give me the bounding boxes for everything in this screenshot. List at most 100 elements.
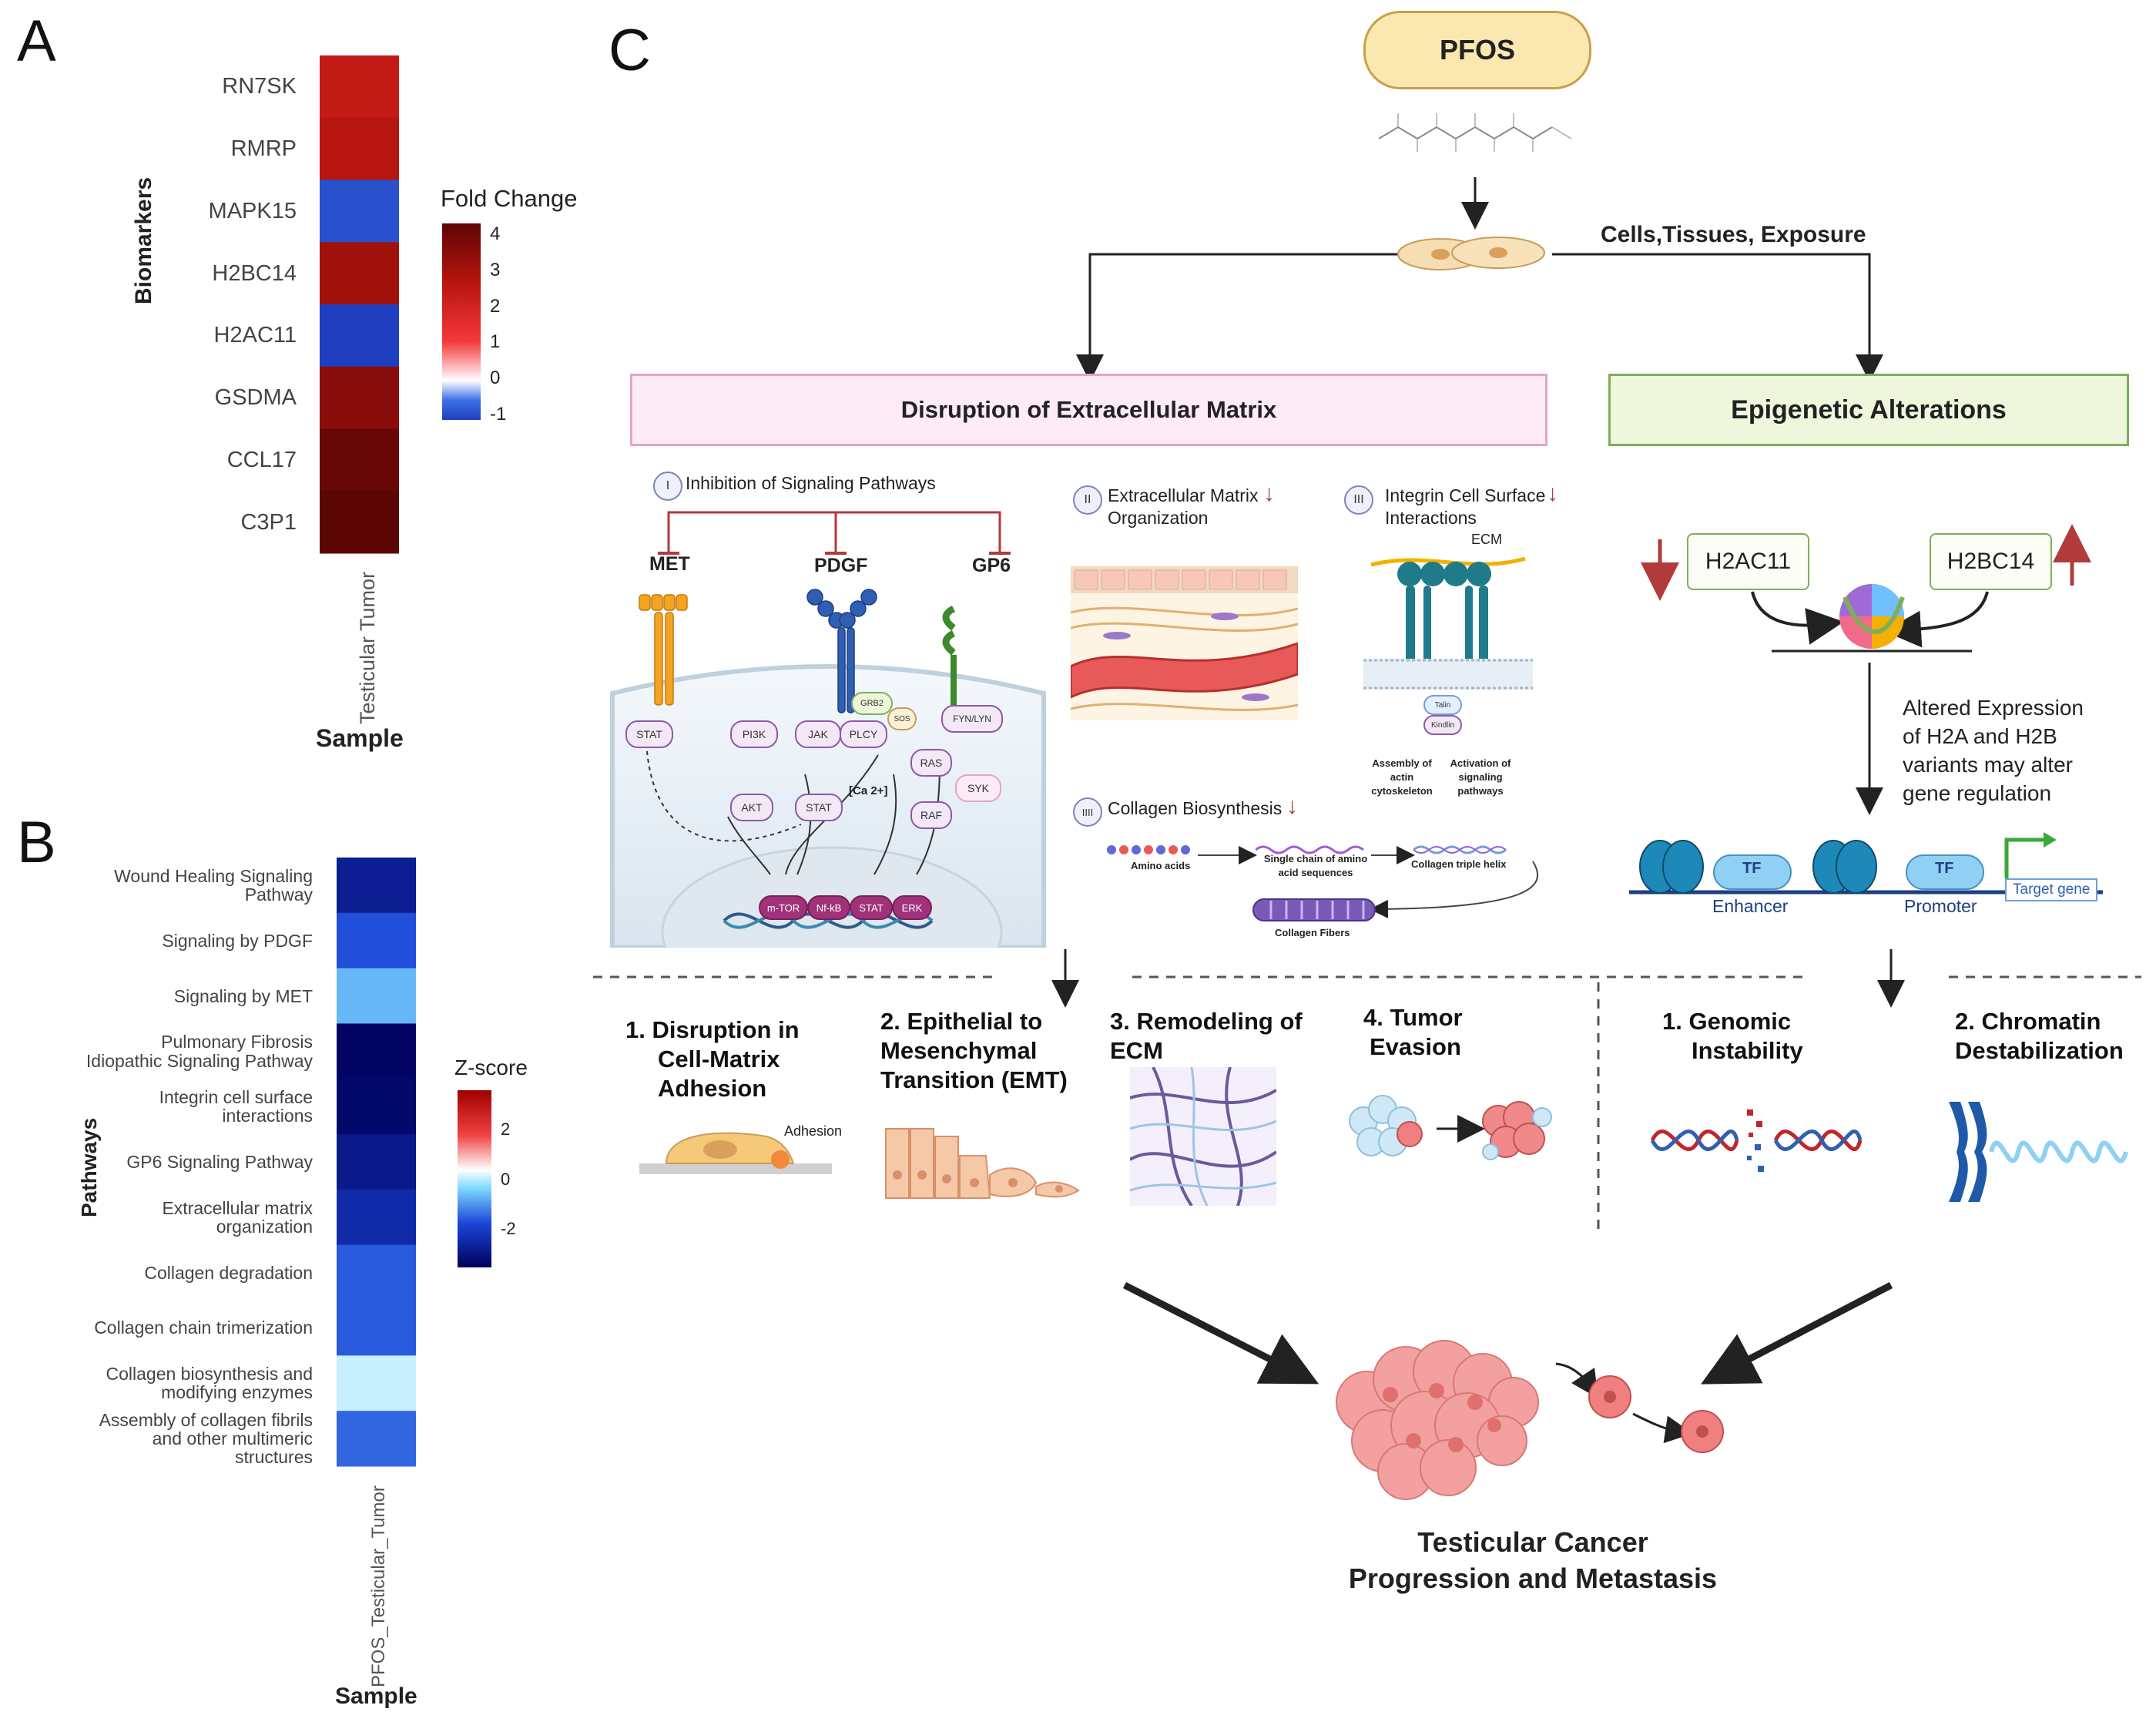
heatmap-cell xyxy=(337,912,416,969)
node-stat-2: STAT xyxy=(795,794,843,821)
heatmap-cell xyxy=(337,1023,416,1079)
sub-iii-down-arrow-icon: ↓ xyxy=(1547,481,1558,506)
heatmap-row-label: Pulmonary Fibrosis Idiopathic Signaling … xyxy=(86,1032,313,1071)
single-chain-icon xyxy=(1256,845,1364,854)
receptor-gp6-label: GP6 xyxy=(972,555,1011,576)
sub-iii-line2: Interactions xyxy=(1385,508,1477,528)
heatmap-row-label: Assembly of collagen fibrils and other m… xyxy=(99,1409,313,1468)
legend-b-tick: 2 xyxy=(501,1119,511,1139)
panel-a-legend-title: Fold Change xyxy=(441,185,578,212)
ecm-tissue-illustration xyxy=(1071,566,1298,720)
calcium-label: [Ca 2+] xyxy=(849,784,888,797)
pfos-molecule-icon xyxy=(1378,113,1572,152)
kindlin-node: Kindlin xyxy=(1423,715,1462,735)
heatmap-cell xyxy=(337,968,416,1024)
node-erk: ERK xyxy=(892,895,932,920)
outcome-1: 1. Disruption in Cell-Matrix Adhesion xyxy=(625,1016,800,1102)
panel-a-colorbar xyxy=(442,223,481,420)
genomic-instability-icon xyxy=(1650,1109,1863,1172)
ecm-title: Disruption of Extracellular Matrix xyxy=(900,396,1277,423)
panel-b-x-label: Sample xyxy=(335,1683,417,1709)
sub-ii-down-arrow-icon: ↓ xyxy=(1263,481,1275,506)
node-jak: JAK xyxy=(795,720,841,748)
heatmap-row-label: C3P1 xyxy=(240,509,297,535)
node-sos: SOS xyxy=(887,707,917,730)
outcome-6: 2. Chromatin Destabilization xyxy=(1955,1008,2124,1064)
node-stat-3: STAT xyxy=(850,895,893,920)
target-gene-label: Target gene xyxy=(2005,878,2098,901)
epi-title-box: Epigenetic Alterations xyxy=(1608,374,2129,446)
sub-iii-line1: Integrin Cell Surface xyxy=(1385,485,1546,505)
enhancer-promoter-illustration xyxy=(1629,832,2103,895)
heatmap-row-label: Integrin cell surface interactions xyxy=(159,1087,313,1126)
heatmap-cell xyxy=(337,858,416,914)
sub-ii-line1: Extracellular Matrix xyxy=(1108,485,1259,505)
heatmap-cell xyxy=(320,491,399,554)
heatmap-cell xyxy=(320,242,399,305)
heatmap-row-label: H2BC14 xyxy=(212,260,297,286)
amino-acids-icon xyxy=(1107,845,1190,854)
heatmap-cell xyxy=(337,1189,416,1246)
panel-a-letter: A xyxy=(17,8,56,74)
outcome-5: 1. Genomic Instability xyxy=(1662,1008,1803,1064)
node-ras: RAS xyxy=(910,749,952,777)
receptor-met-label: MET xyxy=(649,553,690,575)
heatmap-row-label: Signaling by PDGF xyxy=(162,930,313,951)
tumor-evasion-icon xyxy=(1349,1095,1552,1160)
legend-a-tick: 3 xyxy=(490,259,501,280)
node-plcy: PLCY xyxy=(840,720,887,748)
heatmap-row-label: Extracellular matrix organization xyxy=(162,1197,313,1237)
node-raf: RAF xyxy=(910,801,952,829)
panel-b-colorbar xyxy=(458,1090,491,1267)
sub-iiii-down-arrow-icon: ↓ xyxy=(1286,794,1298,819)
tumor-metastasis-icon xyxy=(1336,1340,1724,1500)
sub-iiii-badge: IIII xyxy=(1073,797,1102,827)
collagen-fibers-label: Collagen Fibers xyxy=(1275,927,1350,938)
heatmap-cell xyxy=(337,1411,416,1467)
promoter-label: Promoter xyxy=(1904,896,1977,916)
triple-helix-icon xyxy=(1413,845,1507,854)
heatmap-row-label: GP6 Signaling Pathway xyxy=(126,1151,313,1172)
integrin-illustration xyxy=(1363,556,1533,690)
sub-iii-badge: III xyxy=(1344,485,1373,515)
outcome-2: 2. Epithelial to Mesenchymal Transition … xyxy=(880,1008,1068,1093)
heatmap-cell xyxy=(320,117,399,180)
heatmap-cell xyxy=(337,1079,416,1135)
heatmap-row-label: Wound Healing Signaling Pathway xyxy=(114,865,313,905)
adhesion-cell-icon xyxy=(639,1132,832,1174)
triple-helix-label: Collagen triple helix xyxy=(1411,858,1507,870)
heatmap-cell xyxy=(320,180,399,243)
heatmap-row-label: Collagen chain trimerization xyxy=(94,1318,313,1338)
amino-acids-label: Amino acids xyxy=(1131,860,1191,871)
epi-title: Epigenetic Alterations xyxy=(1731,394,2007,425)
sub-i-badge: I xyxy=(653,472,682,501)
ecm-remodeling-icon xyxy=(1130,1067,1276,1206)
heatmap-cell xyxy=(337,1134,416,1190)
legend-a-tick: 4 xyxy=(490,223,501,244)
nucleosome-icon xyxy=(1772,584,1972,653)
heatmap-cell xyxy=(320,366,399,429)
cells-icon xyxy=(1397,237,1545,270)
tf-2-label: TF xyxy=(1935,860,1954,877)
node-stat-1: STAT xyxy=(625,720,673,748)
heatmap-row-label: Signaling by MET xyxy=(173,985,313,1006)
sub-ii-line2: Organization xyxy=(1108,508,1209,528)
legend-b-tick: -2 xyxy=(501,1219,516,1238)
panel-b-letter: B xyxy=(17,810,56,875)
exposure-label: Cells,Tissues, Exposure xyxy=(1601,222,1866,247)
legend-b-tick: 0 xyxy=(501,1169,511,1189)
h2bc14-box: H2BC14 xyxy=(1930,533,2052,590)
node-mtor: m-TOR xyxy=(759,895,808,920)
ecm-label: ECM xyxy=(1471,532,1502,547)
outcome-3: 3. Remodeling of ECM xyxy=(1110,1008,1303,1064)
enhancer-label: Enhancer xyxy=(1712,896,1789,916)
receptor-pdgf-label: PDGF xyxy=(814,555,868,576)
heatmap-row-label: RMRP xyxy=(230,136,297,161)
node-pi3k: PI3K xyxy=(730,720,778,748)
